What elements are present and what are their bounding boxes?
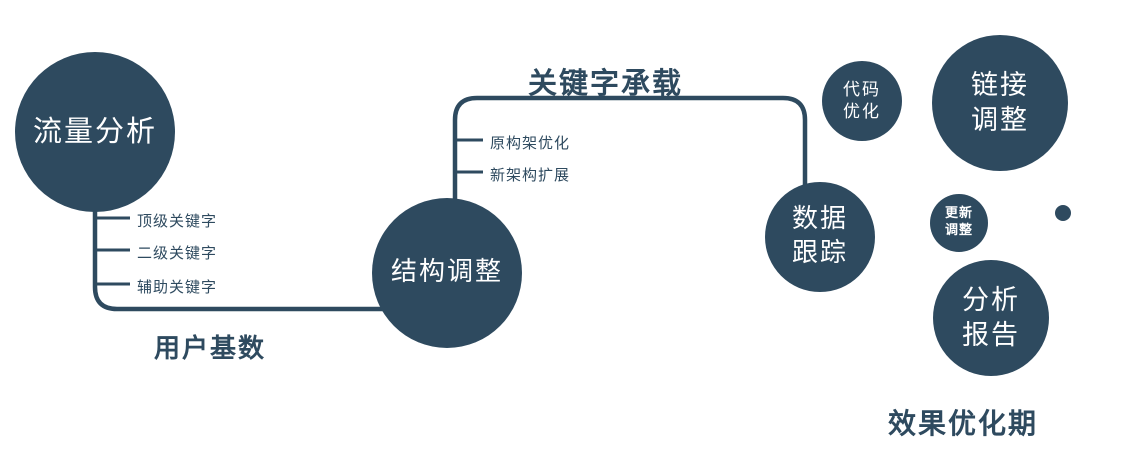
edge-label-keyword-carry: 关键字承载 [528,66,684,100]
node-traffic-analysis: 流量分析 [15,52,175,212]
node-data-tracking-line2: 跟踪 [791,238,848,268]
caption-effect-optimization: 效果优化期 [888,407,1039,440]
node-analysis-report-line2: 报告 [962,320,1020,351]
bullet-dot [1055,205,1071,221]
node-analysis-report: 分析 报告 [933,260,1049,376]
node-link-adjust-line1: 链接 [971,69,1029,101]
node-data-tracking: 数据 跟踪 [765,182,875,292]
node-data-tracking-line1: 数据 [791,204,848,235]
node-update-adjust-line1: 更新 [944,206,973,222]
node-traffic-analysis-label: 流量分析 [32,114,157,149]
branch-label-secondary-keywords: 二级关键字 [137,244,218,262]
node-update-adjust-line2: 调整 [944,223,973,238]
node-update-adjust: 更新 调整 [930,194,988,252]
branch-label-auxiliary-keywords: 辅助关键字 [137,278,218,296]
branch-label-new-architecture: 新架构扩展 [490,166,571,184]
node-code-optimize: 代码 优化 [822,61,902,141]
branch-label-top-keywords: 顶级关键字 [137,212,218,230]
node-analysis-report-line1: 分析 [962,284,1020,316]
branch-label-original-architecture: 原构架优化 [490,134,571,152]
edge-traffic-structure [92,200,440,312]
node-structure-adjust-label: 结构调整 [390,257,503,288]
node-link-adjust-line2: 调整 [971,105,1029,136]
node-structure-adjust: 结构调整 [372,198,522,348]
node-code-optimize-line1: 代码 [843,79,881,100]
edge-structure-tracking [452,95,808,240]
node-code-optimize-line2: 优化 [843,102,881,122]
edge-label-user-base: 用户基数 [154,334,267,364]
node-link-adjust: 链接 调整 [932,35,1068,171]
